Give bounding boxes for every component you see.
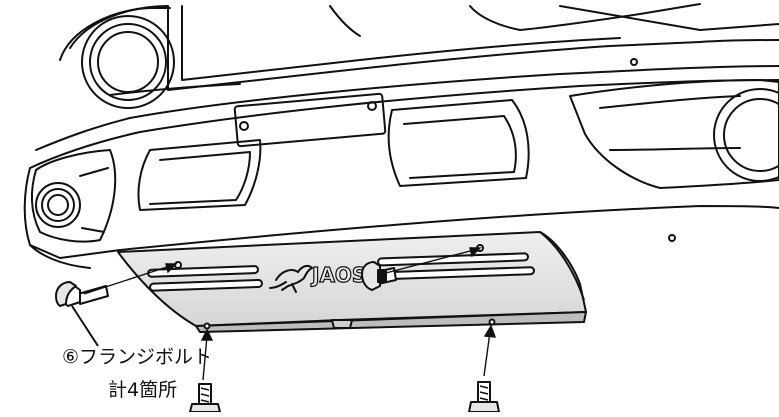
- left-air-intake: [137, 139, 262, 211]
- logo-text: JAOS: [310, 263, 366, 287]
- callout-quantity-label: 計4箇所: [108, 379, 178, 401]
- license-plate-recess: [233, 92, 387, 148]
- left-headlamp: [81, 15, 175, 109]
- upper-grille-frame: [167, 5, 701, 91]
- flange-bolt-bottom-right: [468, 381, 500, 413]
- right-fog-lamp: [713, 88, 779, 182]
- left-fog-housing: [30, 149, 117, 243]
- right-fog-housing: [569, 79, 779, 189]
- flange-bolt-left: [55, 281, 109, 307]
- flange-bolt-bottom-left: [189, 383, 221, 413]
- bumper-top-edge: [35, 65, 779, 151]
- left-fog-lamp: [35, 182, 81, 228]
- callout-bolt-label: ⑥フランジボルト: [62, 346, 213, 368]
- vehicle-body: [29, 3, 779, 169]
- installation-arrows: [71, 247, 497, 381]
- center-air-intake: [387, 99, 530, 187]
- skid-plate: [117, 231, 587, 333]
- jaos-logo: JAOS: [269, 262, 367, 293]
- kangaroo-icon: [269, 264, 314, 293]
- bumper-front: [23, 79, 779, 269]
- slot-left-lower: [149, 278, 263, 292]
